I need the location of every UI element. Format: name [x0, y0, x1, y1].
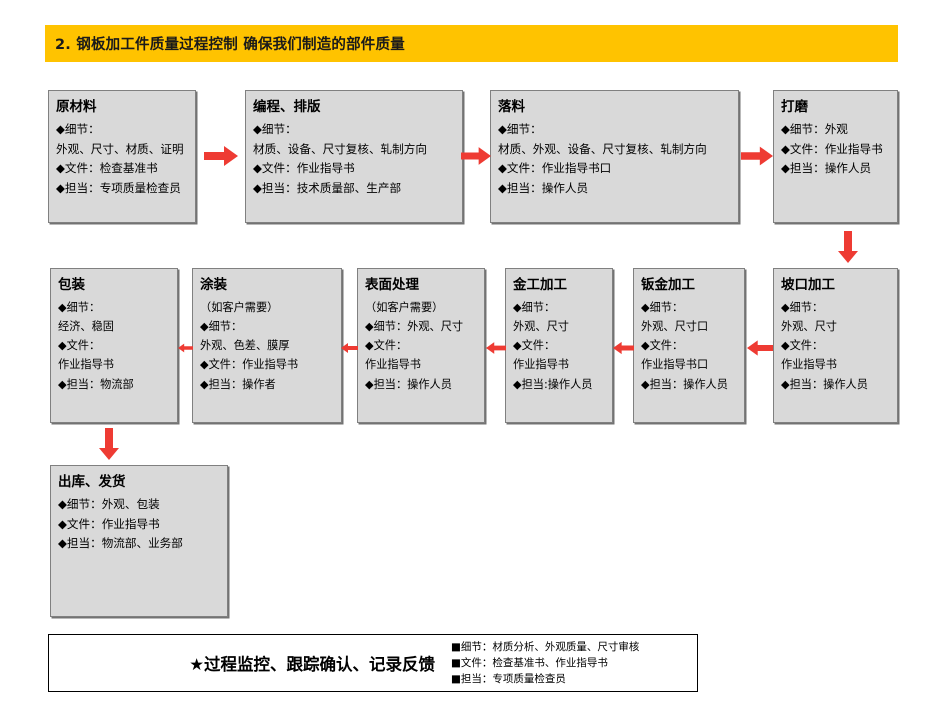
- process-document-line: ◆文件：: [513, 339, 556, 353]
- process-box-shipping[interactable]: 出库、发货 ◆细节：外观、包装 ◆文件：作业指导书 ◆担当：物流部、业务部: [50, 465, 228, 617]
- process-box-bevel-machining[interactable]: 坡口加工 ◆细节： 外观、尺寸 ◆文件： 作业指导书 ◆担当：操作人员: [773, 268, 898, 423]
- summary-details: ■细节：材质分析、外观质量、尺寸审核 ■文件：检查基准书、作业指导书 ■担当：专…: [449, 639, 697, 688]
- process-owner-line: ◆担当：操作人员: [365, 377, 452, 391]
- process-condition-line: （如客户需要）: [200, 300, 279, 314]
- process-title: 出库、发货: [58, 474, 126, 490]
- process-document-line: ◆文件：作业指导书口: [498, 161, 612, 176]
- process-box-programming-layout[interactable]: 编程、排版 ◆细节： 材质、设备、尺寸复核、轧制方向 ◆文件：作业指导书 ◆担当…: [245, 90, 463, 223]
- process-document-line: ◆文件：检查基准书: [56, 161, 158, 176]
- process-detail-line: 外观、尺寸、材质、证明: [56, 141, 184, 156]
- process-box-metal-machining[interactable]: 金工加工 ◆细节： 外观、尺寸 ◆文件： 作业指导书 ◆担当:操作人员: [505, 268, 613, 423]
- process-detail-line: ◆细节：: [513, 300, 556, 314]
- process-detail-line: ◆细节：: [58, 300, 101, 314]
- page-title: 2. 钢板加工件质量过程控制 确保我们制造的部件质量: [55, 37, 405, 53]
- process-detail-line: ◆细节：: [200, 319, 243, 333]
- process-title: 落料: [498, 99, 525, 115]
- process-document-line: 作业指导书口: [641, 358, 709, 372]
- process-owner-line: ◆担当：物流部、业务部: [58, 536, 183, 551]
- arrow-left-bevel-to-sheet-metal: [747, 338, 773, 358]
- process-owner-line: ◆担当：专项质量检查员: [56, 181, 181, 196]
- process-document-line: ◆文件：作业指导书: [781, 141, 883, 156]
- process-owner-line: ◆担当:操作人员: [513, 377, 593, 391]
- process-owner-line: ◆担当：操作人员: [641, 377, 728, 391]
- process-document-line: ◆文件：: [365, 339, 408, 353]
- process-detail-line: 外观、色差、膜厚: [200, 339, 290, 353]
- process-document-line: 作业指导书: [513, 358, 569, 372]
- process-detail-line: 材质、外观、设备、尺寸复核、轧制方向: [498, 141, 707, 156]
- process-owner-line: ◆担当：操作人员: [498, 181, 589, 196]
- arrow-left-metal-machining-to-surface-treatment: [486, 338, 506, 358]
- arrow-right-blanking-to-grinding: [741, 146, 773, 166]
- process-title: 包装: [58, 277, 85, 293]
- process-box-raw-material[interactable]: 原材料 ◆细节： 外观、尺寸、材质、证明 ◆文件：检查基准书 ◆担当：专项质量检…: [48, 90, 196, 223]
- process-detail-line: ◆细节：外观、包装: [58, 496, 160, 511]
- process-detail-line: ◆细节：外观: [781, 121, 848, 136]
- process-box-packaging[interactable]: 包装 ◆细节： 经济、稳固 ◆文件： 作业指导书 ◆担当：物流部: [50, 268, 178, 423]
- process-document-line: ◆文件：作业指导书: [58, 516, 160, 531]
- process-detail-line: ◆细节：外观、尺寸: [365, 319, 464, 333]
- process-title: 编程、排版: [253, 99, 321, 115]
- process-detail-line: ◆细节：: [781, 300, 824, 314]
- process-box-grinding[interactable]: 打磨 ◆细节：外观 ◆文件：作业指导书 ◆担当：操作人员: [773, 90, 898, 223]
- process-condition-line: （如客户需要）: [365, 300, 444, 314]
- process-box-surface-treatment[interactable]: 表面处理 （如客户需要） ◆细节：外观、尺寸 ◆文件： 作业指导书 ◆担当：操作…: [357, 268, 485, 423]
- process-detail-line: 经济、稳固: [58, 319, 114, 333]
- process-title: 金工加工: [513, 277, 567, 293]
- process-owner-line: ◆担当：操作人员: [781, 377, 868, 391]
- slide-title-banner: 2. 钢板加工件质量过程控制 确保我们制造的部件质量: [45, 25, 898, 62]
- process-document-line: ◆文件：作业指导书: [253, 161, 355, 176]
- process-owner-line: ◆担当：物流部: [58, 377, 134, 391]
- process-detail-line: 外观、尺寸: [781, 319, 837, 333]
- process-document-line: ◆文件：: [641, 339, 684, 353]
- process-detail-line: 外观、尺寸: [513, 319, 569, 333]
- process-title: 原材料: [56, 99, 97, 115]
- process-owner-line: ◆担当：操作人员: [781, 161, 872, 176]
- process-detail-line: 材质、设备、尺寸复核、轧制方向: [253, 141, 427, 156]
- process-owner-line: ◆担当：操作者: [200, 377, 276, 391]
- arrow-right-programming-to-blanking: [461, 146, 491, 166]
- process-detail-line: ◆细节：: [641, 300, 684, 314]
- process-detail-line: 外观、尺寸口: [641, 319, 709, 333]
- arrow-left-painting-to-packaging: [178, 338, 193, 358]
- process-detail-line: ◆细节：: [56, 121, 100, 136]
- process-document-line: 作业指导书: [365, 358, 421, 372]
- process-box-blanking[interactable]: 落料 ◆细节： 材质、外观、设备、尺寸复核、轧制方向 ◆文件：作业指导书口 ◆担…: [490, 90, 739, 223]
- summary-owner-line: ■担当：专项质量检查员: [451, 673, 566, 686]
- arrow-down-grinding-to-bevel: [838, 231, 858, 263]
- process-detail-line: ◆细节：: [498, 121, 542, 136]
- arrow-down-packaging-to-shipping: [99, 428, 119, 460]
- process-title: 表面处理: [365, 277, 419, 293]
- process-detail-line: ◆细节：: [253, 121, 297, 136]
- summary-headline: ★过程监控、跟踪确认、记录反馈: [189, 655, 435, 674]
- summary-document-line: ■文件：检查基准书、作业指导书: [451, 656, 608, 669]
- process-document-line: ◆文件：作业指导书: [200, 358, 299, 372]
- process-monitoring-summary: ★过程监控、跟踪确认、记录反馈 ■细节：材质分析、外观质量、尺寸审核 ■文件：检…: [48, 634, 698, 692]
- process-title: 打磨: [781, 99, 808, 115]
- process-box-sheet-metal[interactable]: 钣金加工 ◆细节： 外观、尺寸口 ◆文件： 作业指导书口 ◆担当：操作人员: [633, 268, 745, 423]
- process-owner-line: ◆担当：技术质量部、生产部: [253, 181, 402, 196]
- process-box-painting[interactable]: 涂装 （如客户需要） ◆细节： 外观、色差、膜厚 ◆文件：作业指导书 ◆担当：操…: [192, 268, 342, 423]
- process-title: 坡口加工: [781, 277, 835, 293]
- process-document-line: ◆文件：: [781, 339, 824, 353]
- process-title: 钣金加工: [641, 277, 695, 293]
- arrow-right-raw-to-programming: [204, 146, 238, 166]
- process-document-line: ◆文件：: [58, 339, 101, 353]
- summary-detail-line: ■细节：材质分析、外观质量、尺寸审核: [451, 640, 640, 653]
- arrow-left-surface-treatment-to-painting: [341, 338, 358, 358]
- process-document-line: 作业指导书: [781, 358, 837, 372]
- process-document-line: 作业指导书: [58, 358, 114, 372]
- arrow-left-sheet-metal-to-metal-machining: [613, 338, 634, 358]
- process-title: 涂装: [200, 277, 227, 293]
